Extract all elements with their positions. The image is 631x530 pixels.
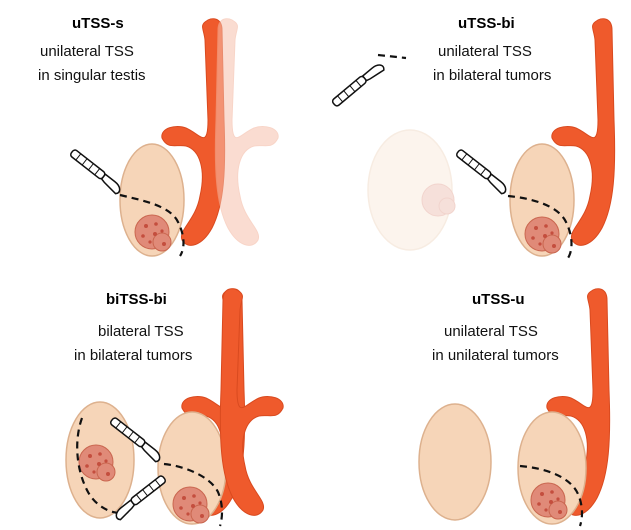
panel-utss-s: uTSS-s unilateral TSS in singular testis (38, 15, 225, 256)
scalpel-icon (331, 61, 385, 108)
testis-icon (419, 404, 491, 520)
panel-bitss-bi: biTSS-bi bilateral TSS in bilateral tumo… (0, 289, 245, 526)
panel-title: uTSS-bi (458, 15, 515, 32)
panel-line-2: in bilateral tumors (74, 347, 192, 364)
panel-line-1: unilateral TSS (40, 43, 134, 60)
spermatic-cord-icon (220, 289, 283, 516)
panel-line-1: unilateral TSS (444, 323, 538, 340)
scalpel-icon (454, 149, 509, 195)
panel-utss-bi: uTSS-bi unilateral TSS in bilateral tumo… (215, 15, 614, 258)
panel-title: biTSS-bi (106, 291, 167, 308)
panel-line-1: unilateral TSS (438, 43, 532, 60)
panel-line-2: in unilateral tumors (432, 347, 559, 364)
panel-line-2: in bilateral tumors (433, 67, 551, 84)
scalpel-icon (68, 149, 123, 195)
panel-utss-u: uTSS-u unilateral TSS in unilateral tumo… (220, 289, 609, 526)
panel-line-2: in singular testis (38, 67, 146, 84)
incision-line (378, 55, 406, 58)
removed-testis-faded (215, 19, 455, 250)
panel-line-1: bilateral TSS (98, 323, 184, 340)
panel-title: uTSS-s (72, 15, 124, 32)
panel-title: uTSS-u (472, 291, 525, 308)
